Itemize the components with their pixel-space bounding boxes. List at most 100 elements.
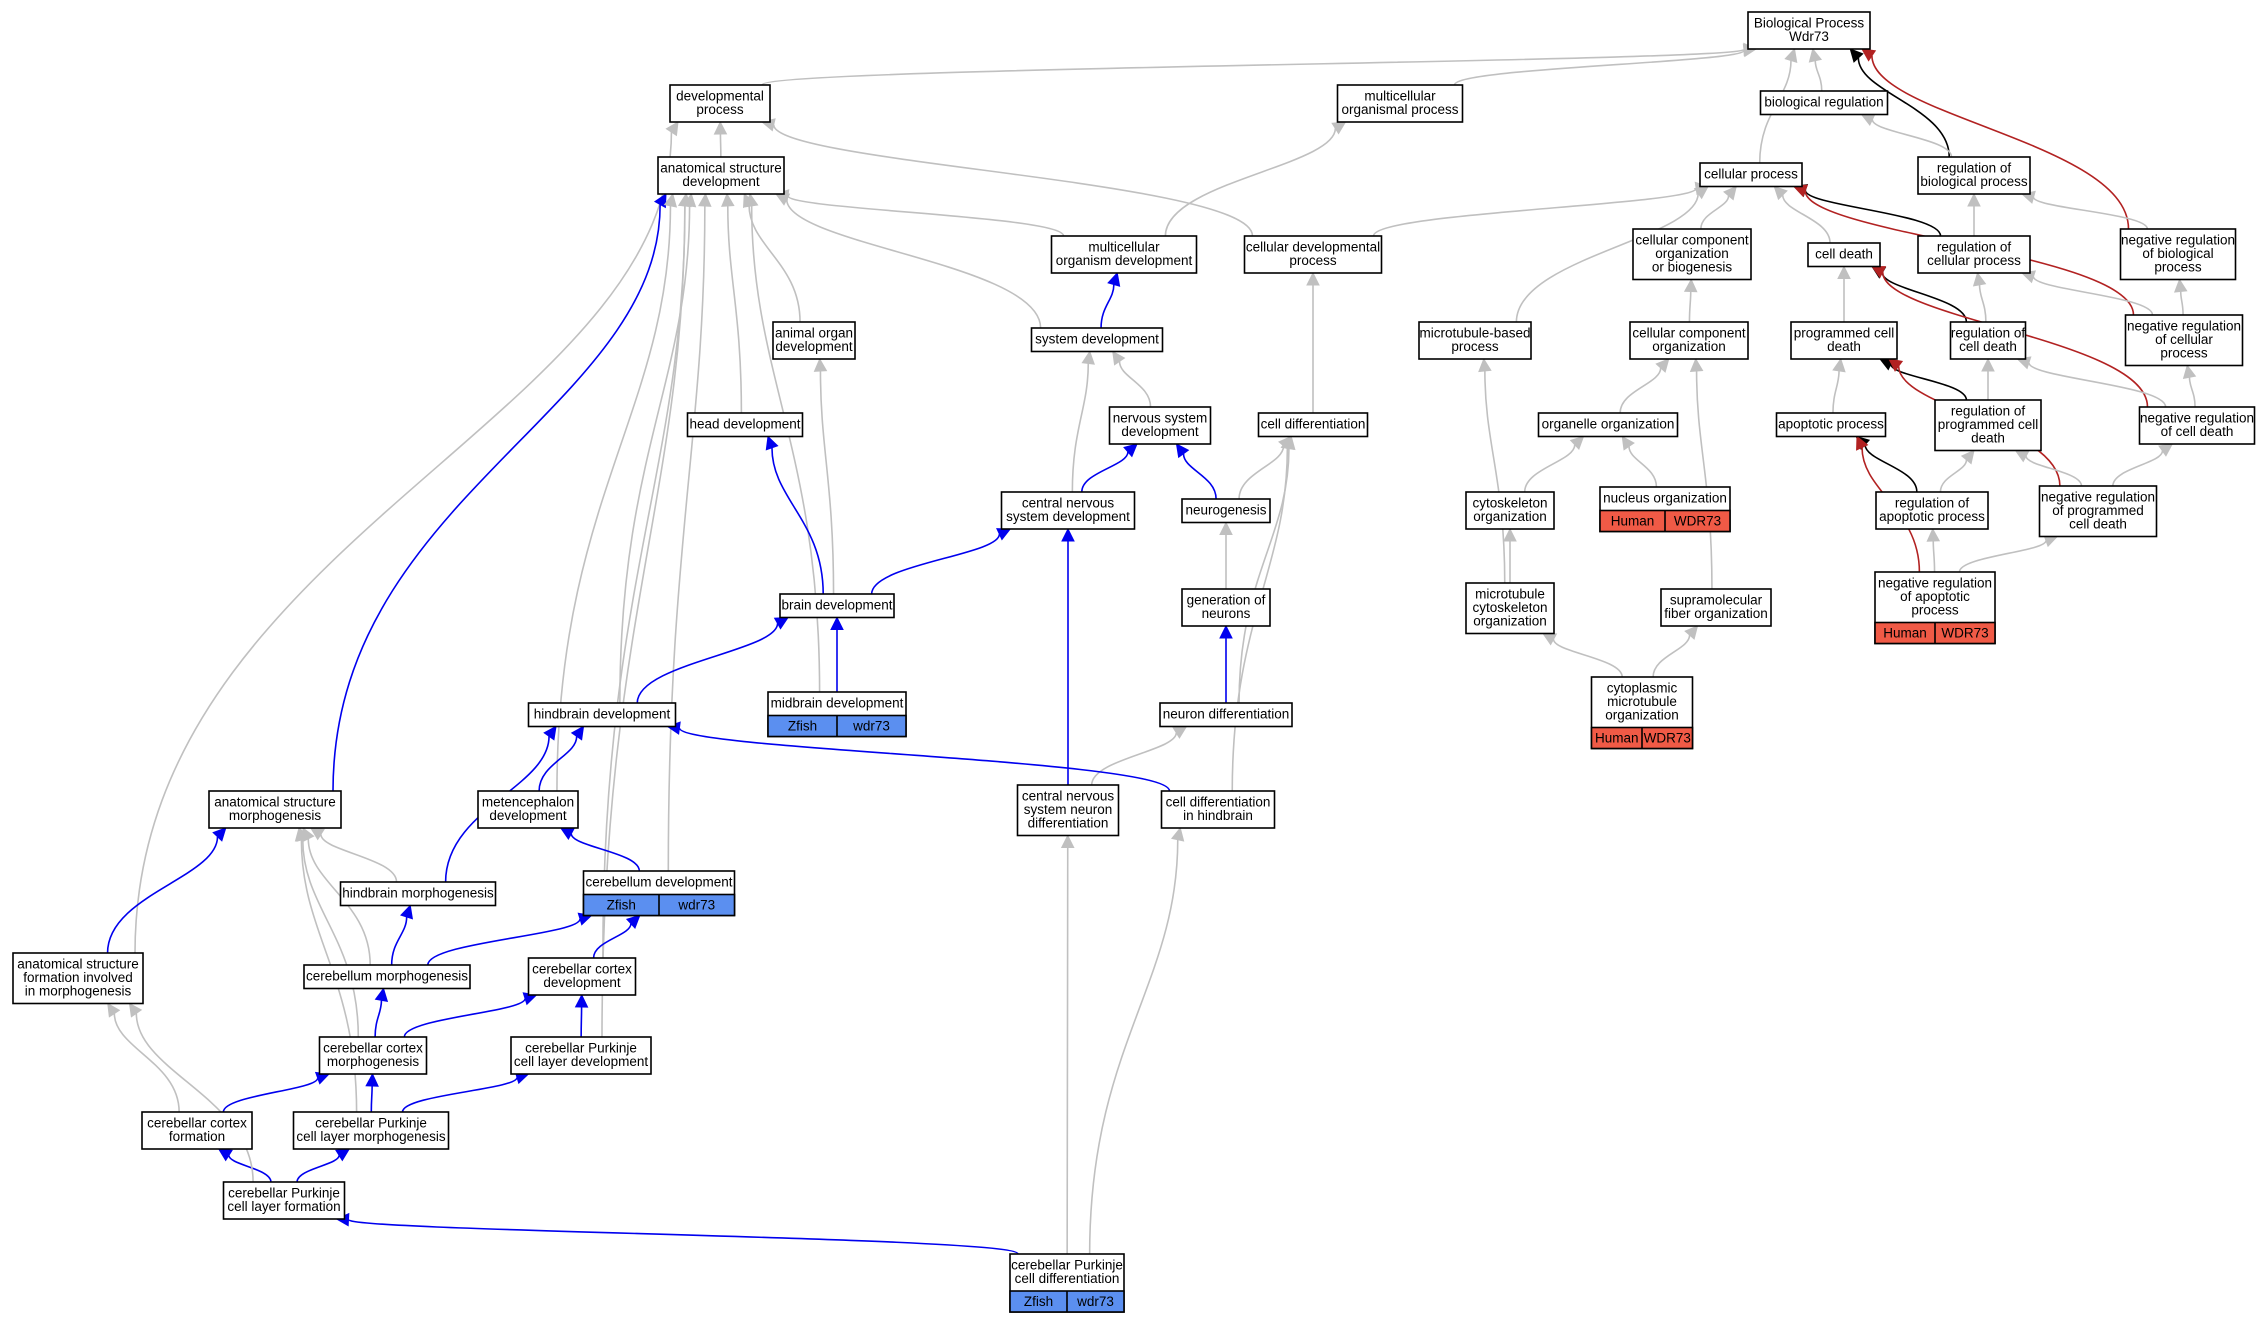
node-label-line: system neuron [1024,802,1113,817]
edge-arrowhead [1837,265,1851,279]
node-box [1181,498,1271,524]
go-term-node-cellproc[interactable]: cellular process [1699,162,1803,188]
node-label-line: multicellular [1364,89,1436,104]
go-term-node-celldeath[interactable]: cell death [1807,242,1881,268]
node-label-line: negative regulation [2041,490,2155,505]
edge-line [1939,459,1968,493]
go-term-node-headdev[interactable]: head development [686,412,804,438]
go-term-node-hbdev[interactable]: hindbrain development [527,702,677,728]
node-box [1660,588,1772,627]
edge-line [370,1085,373,1113]
node-label-line: cytoskeleton [1472,600,1547,615]
edge-metdev-to-hbdev [538,725,585,792]
edge-anatdev-to-devproc [713,120,728,158]
node-label-line: cell layer formation [227,1199,340,1214]
go-term-node-sysdev[interactable]: system development [1030,327,1164,353]
edge-multiorg-to-bp [1453,43,1758,86]
edge-cbcform-to-cbcmorph [222,1071,331,1113]
go-term-node-celldiff[interactable]: cell differentiation [1257,412,1369,438]
edge-line [2025,455,2083,487]
go-term-node-orgorg[interactable]: organelle organization [1537,412,1679,438]
node-label-line: midbrain development [771,696,904,711]
edge-line [135,1013,254,1183]
annotation-species: Zfish [1024,1294,1053,1309]
node-label-line: nervous system [1113,411,1208,426]
edge-braindev-to-animorg [813,357,835,595]
edge-arrowhead [1861,48,1877,62]
go-term-node-hbmorph[interactable]: hindbrain morphogenesis [339,881,497,907]
node-label-line: process [696,102,744,117]
edge-anatform-to-anatmorph [106,827,227,954]
edge-arrowhead [1856,435,1869,451]
go-term-node-bioreg[interactable]: biological regulation [1759,90,1889,116]
go-term-node-cbmorph[interactable]: cerebellum morphogenesis [303,964,471,990]
node-label-line: cell differentiation [1015,1271,1120,1286]
go-term-node-apop[interactable]: apoptotic process [1775,412,1887,438]
edge-line [1523,444,1576,493]
node-label-line: anatomical structure [214,795,336,810]
edge-negregcd-to-negregcell [2182,364,2197,408]
edge-arrowhead [1972,271,1987,287]
go-term-node-neurdiff[interactable]: neuron differentiation [1159,702,1293,728]
edge-regcell-to-regbio [1967,192,1981,236]
edge-cbcmorph-to-cbcdev [403,992,538,1038]
edge-line [1071,363,1090,493]
go-term-node-neurog[interactable]: neurogenesis [1181,498,1271,524]
node-box [1747,11,1871,50]
node-label-line: biological regulation [1764,95,1883,110]
edge-cbmorph-to-hbmorph [390,904,414,966]
node-box [1465,582,1555,635]
edge-cpcdiff-to-cnsneur [1060,834,1075,1255]
annotation-species: Zfish [788,719,817,734]
annotation-gene: wdr73 [677,898,715,913]
edge-neurog-to-nsdev [1175,443,1217,500]
go-term-node-braindev[interactable]: brain development [779,593,895,619]
edge-arrowhead [1723,185,1737,201]
annotation-gene: WDR73 [1674,514,1721,529]
edge-line [113,1013,180,1113]
